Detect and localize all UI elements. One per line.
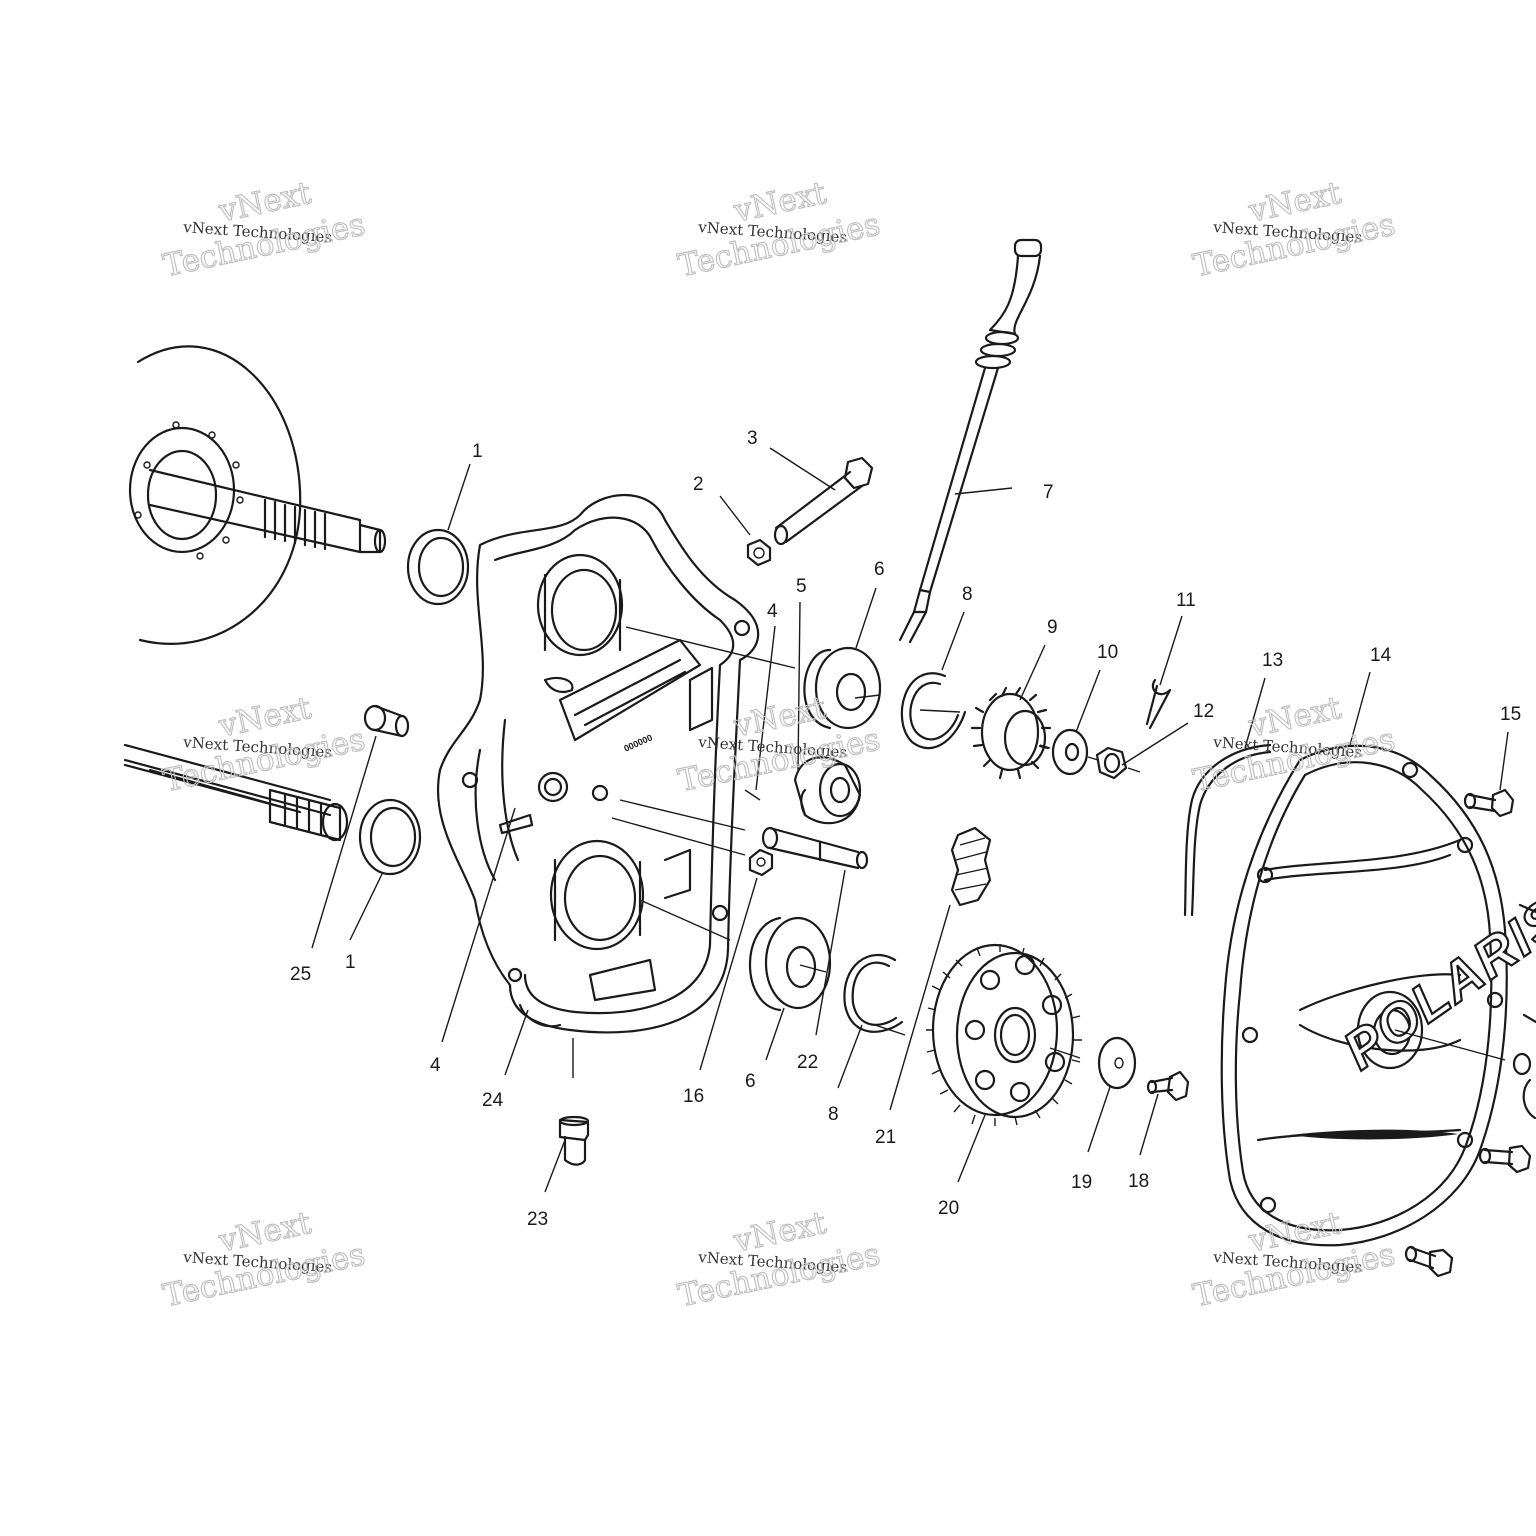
callout-21: 21 <box>875 1127 896 1148</box>
callout-15: 15 <box>1500 704 1521 725</box>
watermark-bottom-left: vNext vNext Technologies Technologies <box>160 1204 369 1315</box>
callout-2: 2 <box>693 474 704 495</box>
callout-12: 12 <box>1193 701 1214 722</box>
callout-1-upper: 1 <box>472 441 483 462</box>
drive-chain <box>950 826 992 907</box>
explosion-lines <box>572 626 1506 1078</box>
bolt-long <box>773 456 874 546</box>
callout-8-lower: 8 <box>828 1104 839 1125</box>
driven-sprocket-large <box>926 943 1082 1126</box>
callout-13: 13 <box>1262 650 1283 671</box>
bearing-lower <box>749 916 832 1012</box>
callout-24: 24 <box>482 1090 504 1111</box>
watermark-bottom-center: vNext vNext Technologies Technologies <box>675 1204 884 1315</box>
callout-4-upper: 4 <box>767 601 778 622</box>
snap-ring-lower <box>843 954 904 1033</box>
callout-22: 22 <box>797 1052 818 1073</box>
watermark-mid-center: vNext vNext Technologies Technologies <box>675 689 884 800</box>
svg-text:000000: 000000 <box>622 732 654 753</box>
idler-shaft <box>761 826 869 870</box>
tensioner-roller <box>793 756 862 825</box>
cotter-pin <box>1145 678 1172 730</box>
callout-14: 14 <box>1370 645 1392 666</box>
seal-lower <box>358 798 422 876</box>
cover-bolt-lower <box>1478 1144 1532 1174</box>
cover-bolt-bottom <box>1404 1245 1454 1278</box>
callout-23: 23 <box>527 1209 548 1230</box>
cover-washer-right <box>1512 903 1536 1120</box>
watermark-top-right: vNext vNext Technologies Technologies <box>1190 174 1399 285</box>
callout-3: 3 <box>747 428 758 449</box>
callout-16: 16 <box>683 1086 704 1107</box>
callout-9: 9 <box>1047 617 1058 638</box>
callout-6-lower: 6 <box>745 1071 756 1092</box>
callout-18: 18 <box>1128 1171 1149 1192</box>
watermark-mid-right: vNext vNext Technologies Technologies <box>1190 689 1399 800</box>
callout-1-lower: 1 <box>345 952 356 973</box>
lower-shaft <box>123 743 349 842</box>
watermark-top-center: vNext vNext Technologies Technologies <box>675 174 884 285</box>
snap-ring-upper <box>900 672 967 750</box>
watermark-top-left: vNext vNext Technologies Technologies <box>160 174 369 285</box>
watermarks: vNext vNext Technologies Technologies vN… <box>160 174 1399 1315</box>
large-washer <box>1097 1036 1137 1090</box>
cover-bolt-15 <box>1463 788 1515 818</box>
callout-7: 7 <box>1043 482 1054 503</box>
bearing-upper <box>803 646 882 730</box>
callout-6-upper: 6 <box>874 559 885 580</box>
drive-sprocket-small <box>970 686 1052 780</box>
seal-upper <box>406 528 470 606</box>
chaincase-cover: POLARIS <box>1220 744 1536 1247</box>
dipstick <box>898 238 1043 644</box>
hex-nut-small <box>746 538 772 567</box>
castle-nut <box>1095 746 1128 780</box>
flat-washer <box>1051 728 1089 776</box>
callout-4-lower: 4 <box>430 1055 441 1076</box>
chaincase-housing: 000000 <box>436 494 760 1034</box>
dowel-pin <box>363 704 410 738</box>
hex-bolt-short <box>1146 1070 1190 1102</box>
nut-16 <box>748 848 774 877</box>
callout-25: 25 <box>290 964 311 985</box>
callout-5: 5 <box>796 576 807 597</box>
brake-disc-driveshaft <box>128 345 387 645</box>
callout-8-upper: 8 <box>962 584 973 605</box>
callout-19: 19 <box>1071 1172 1092 1193</box>
callout-numbers: 1 1 2 3 4 4 5 6 6 7 8 8 9 10 11 12 13 14… <box>290 428 1521 1230</box>
polaris-logo: POLARIS <box>1333 886 1536 1081</box>
callout-leaders <box>311 447 1509 1193</box>
watermark-bottom-right: vNext vNext Technologies Technologies <box>1190 1204 1399 1315</box>
callout-10: 10 <box>1097 642 1118 663</box>
callout-11: 11 <box>1176 590 1196 611</box>
drain-plug <box>558 1115 590 1166</box>
cover-gasket <box>1183 743 1272 917</box>
callout-20: 20 <box>938 1198 959 1219</box>
